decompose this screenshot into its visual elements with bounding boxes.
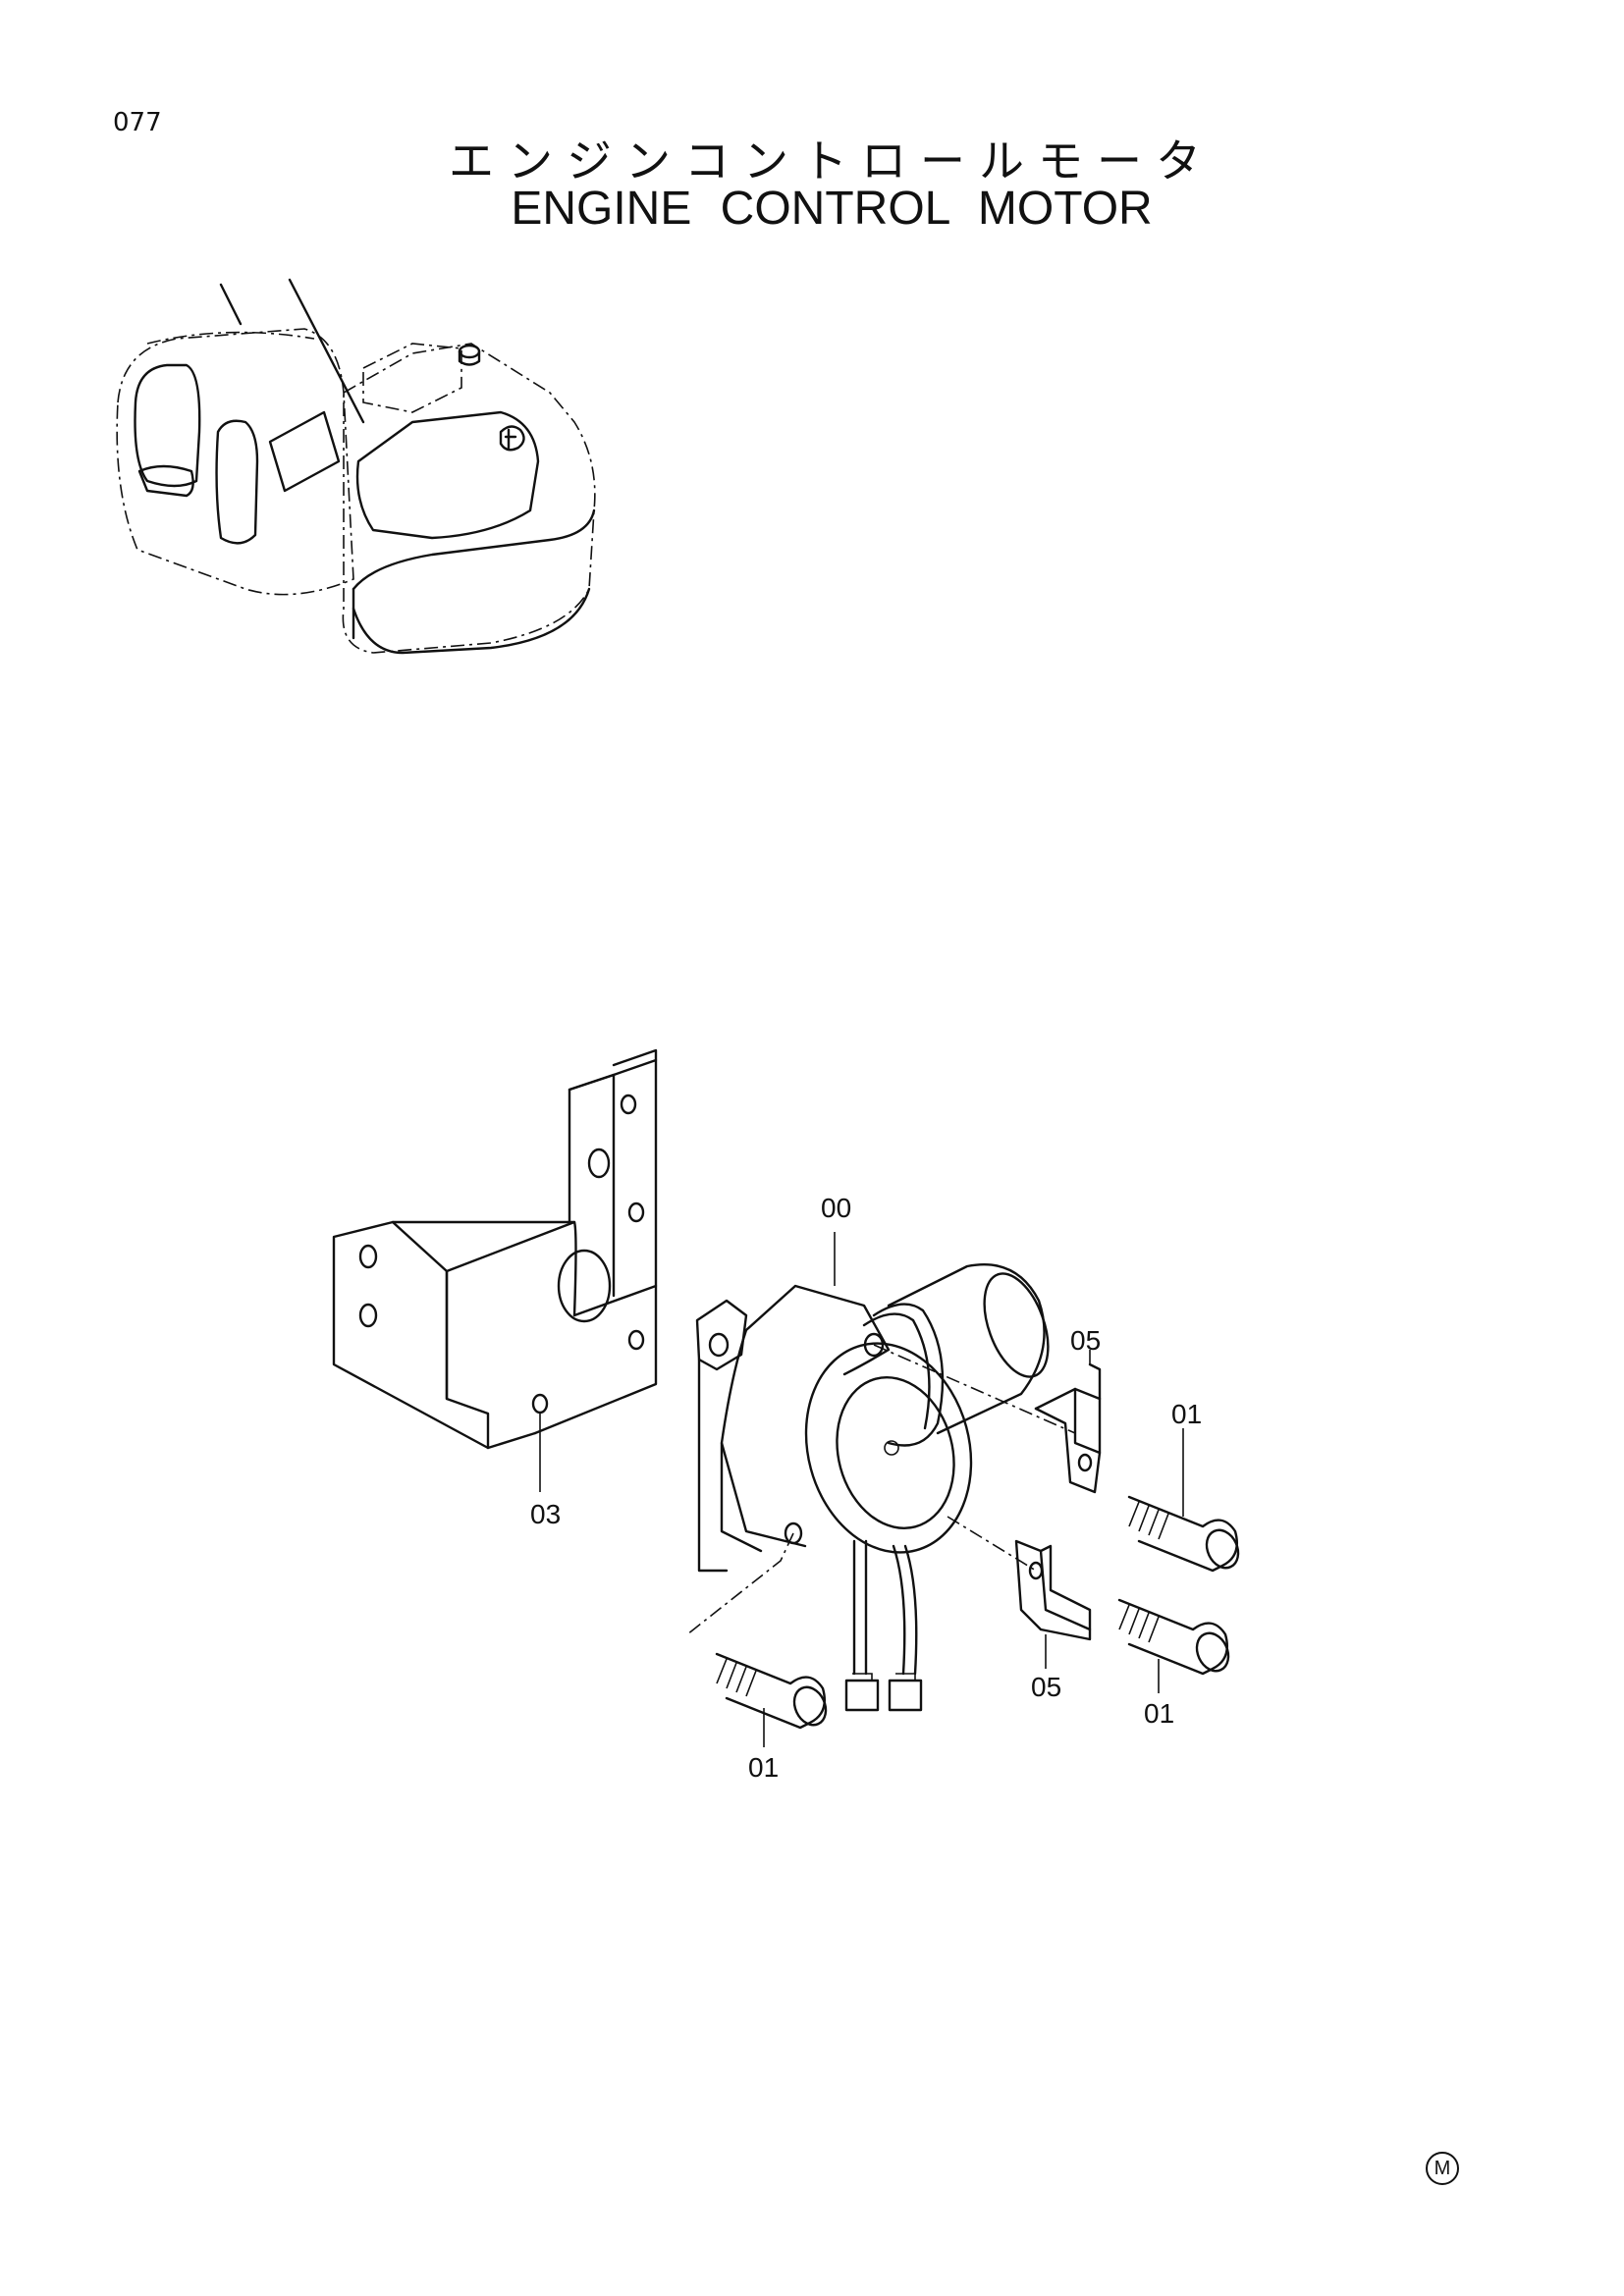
title-japanese: エンジンコントロールモータ [449, 134, 1215, 187]
callout-05-upper: 05 [1070, 1325, 1101, 1356]
bolt-01-left [715, 1652, 828, 1747]
circled-m-mark: M [1426, 2152, 1459, 2185]
clamp-05-upper [1034, 1350, 1102, 1494]
bracket-03 [332, 1048, 658, 1492]
assembly-lines [686, 1344, 1076, 1635]
excavator-overview-illustration [116, 278, 596, 655]
clamp-05-lower [1014, 1539, 1092, 1669]
callout-01-left: 01 [748, 1752, 779, 1783]
callout-05-lower: 05 [1031, 1672, 1061, 1702]
callout-03: 03 [530, 1499, 561, 1529]
page-number: 077 [113, 108, 162, 137]
bolt-01-upper [1127, 1428, 1240, 1573]
engine-control-motor-00 [695, 1232, 1050, 1712]
callout-01-right-lower: 01 [1144, 1698, 1174, 1729]
callout-01-right-upper: 01 [1171, 1399, 1202, 1429]
bolt-01-lower [1117, 1598, 1230, 1693]
callout-00: 00 [821, 1193, 851, 1223]
title-english: ENGINE CONTROL MOTOR [511, 183, 1153, 235]
